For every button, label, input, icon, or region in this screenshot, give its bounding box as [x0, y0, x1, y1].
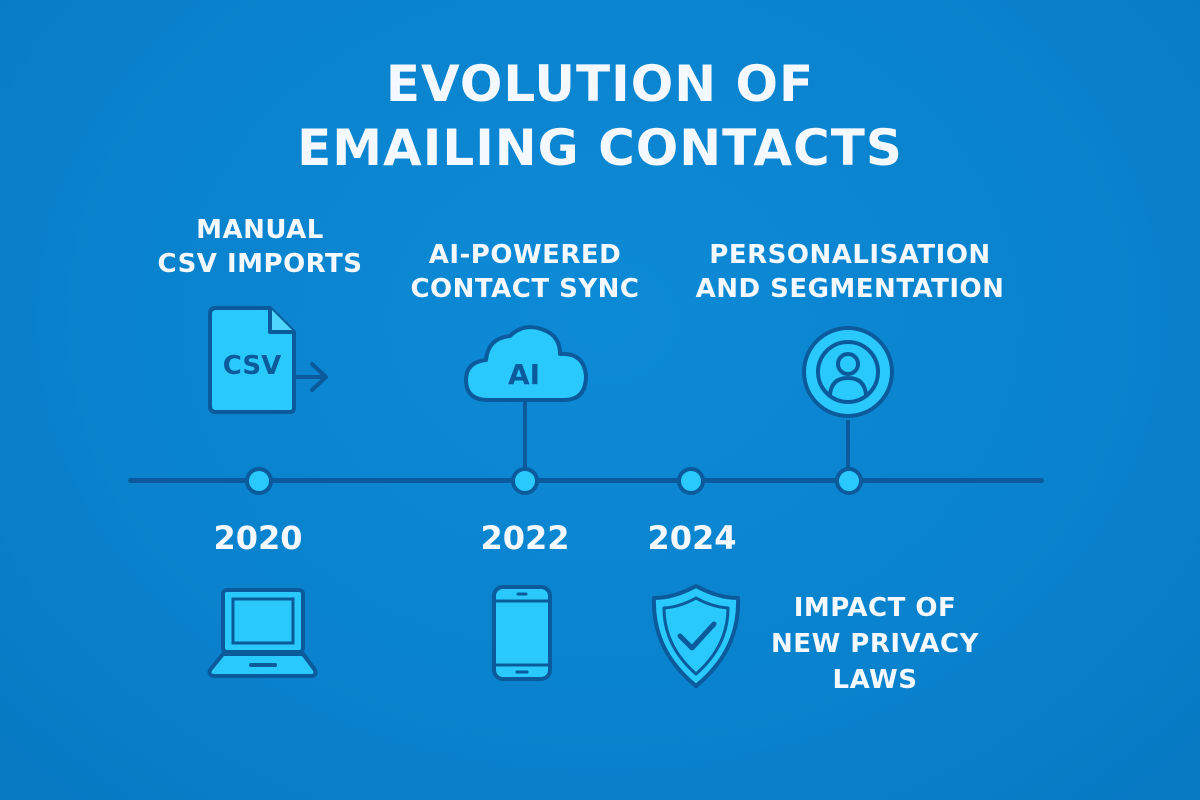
ai-text: AI	[508, 358, 540, 391]
personalisation-stem-connector	[846, 420, 850, 468]
privacy-laws-label: IMPACT OF NEW PRIVACY LAWS	[760, 590, 990, 698]
title-line-2: EMAILING CONTACTS	[297, 119, 903, 177]
timeline-line	[128, 478, 1044, 483]
label-line: NEW PRIVACY	[771, 629, 979, 659]
timeline-node-2022	[511, 467, 539, 495]
label-line: LAWS	[832, 665, 918, 695]
label-line: AI-POWERED	[428, 240, 622, 270]
shield-check-icon	[651, 584, 741, 688]
year-2022: 2022	[480, 519, 570, 557]
timeline-node-personalisation	[835, 467, 863, 495]
timeline-node-2024	[677, 467, 705, 495]
laptop-icon	[207, 588, 318, 678]
year-2024: 2024	[647, 519, 737, 557]
page-title: EVOLUTION OF EMAILING CONTACTS	[0, 52, 1200, 180]
ai-cloud-icon: AI	[464, 325, 588, 402]
year-2020: 2020	[213, 519, 303, 557]
milestone-label-personalisation: PERSONALISATION AND SEGMENTATION	[690, 238, 1010, 306]
label-line: PERSONALISATION	[709, 240, 991, 270]
label-line: CONTACT SYNC	[410, 274, 640, 304]
milestone-label-ai: AI-POWERED CONTACT SYNC	[400, 238, 650, 306]
label-line: CSV IMPORTS	[157, 249, 363, 279]
title-line-1: EVOLUTION OF	[385, 55, 815, 113]
ai-stem-connector	[523, 402, 527, 468]
label-line: MANUAL	[196, 215, 324, 245]
csv-text: CSV	[223, 351, 281, 381]
milestone-label-csv: MANUAL CSV IMPORTS	[150, 213, 370, 281]
user-profile-target-icon	[802, 326, 894, 418]
csv-file-export-icon: CSV	[208, 306, 328, 414]
timeline-node-2020	[245, 467, 273, 495]
label-line: AND SEGMENTATION	[695, 274, 1005, 304]
label-line: IMPACT OF	[793, 593, 957, 623]
smartphone-icon	[492, 585, 552, 681]
